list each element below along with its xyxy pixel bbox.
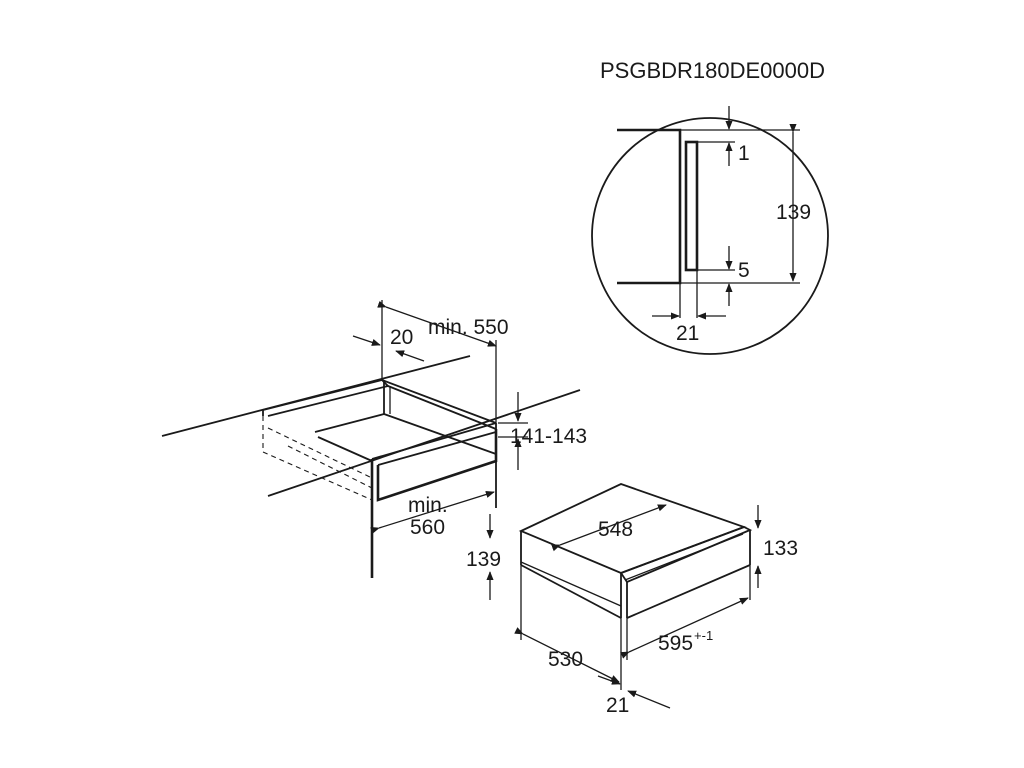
appliance-width-label: 595+-1	[658, 628, 713, 655]
detail-dim-1-label: 1	[738, 142, 750, 165]
appliance-drawing: 548 133 139 530 595+-1 21	[466, 483, 798, 717]
niche-setback-label: 20	[390, 326, 413, 349]
niche-drawing: min. 550 20 141-143 min. 560	[161, 300, 587, 578]
detail-dim-5-label: 5	[738, 259, 750, 282]
detail-view: 139 1 5 21	[591, 106, 829, 355]
appliance-front-thickness-label: 21	[606, 694, 629, 717]
niche-depth-label: min. 550	[428, 316, 509, 339]
appliance-side-height-label: 139	[466, 548, 501, 571]
appliance-depth-label: 530	[548, 648, 583, 671]
niche-width-label-line2: 560	[410, 516, 445, 539]
appliance-width-value: 595	[658, 632, 693, 655]
appliance-top-width-label: 548	[598, 518, 633, 541]
detail-front-panel	[684, 140, 699, 272]
appliance-front-height-label: 133	[763, 537, 798, 560]
appliance-width-tolerance: +-1	[694, 628, 713, 643]
detail-dim-139-label: 139	[776, 201, 811, 224]
detail-circle	[591, 117, 829, 355]
model-code: PSGBDR180DE0000D	[600, 58, 825, 83]
detail-dim-21-label: 21	[676, 322, 699, 345]
niche-height-label: 141-143	[510, 425, 587, 448]
niche-width-label-line1: min.	[408, 494, 448, 517]
detail-cabinet-profile	[617, 128, 682, 285]
